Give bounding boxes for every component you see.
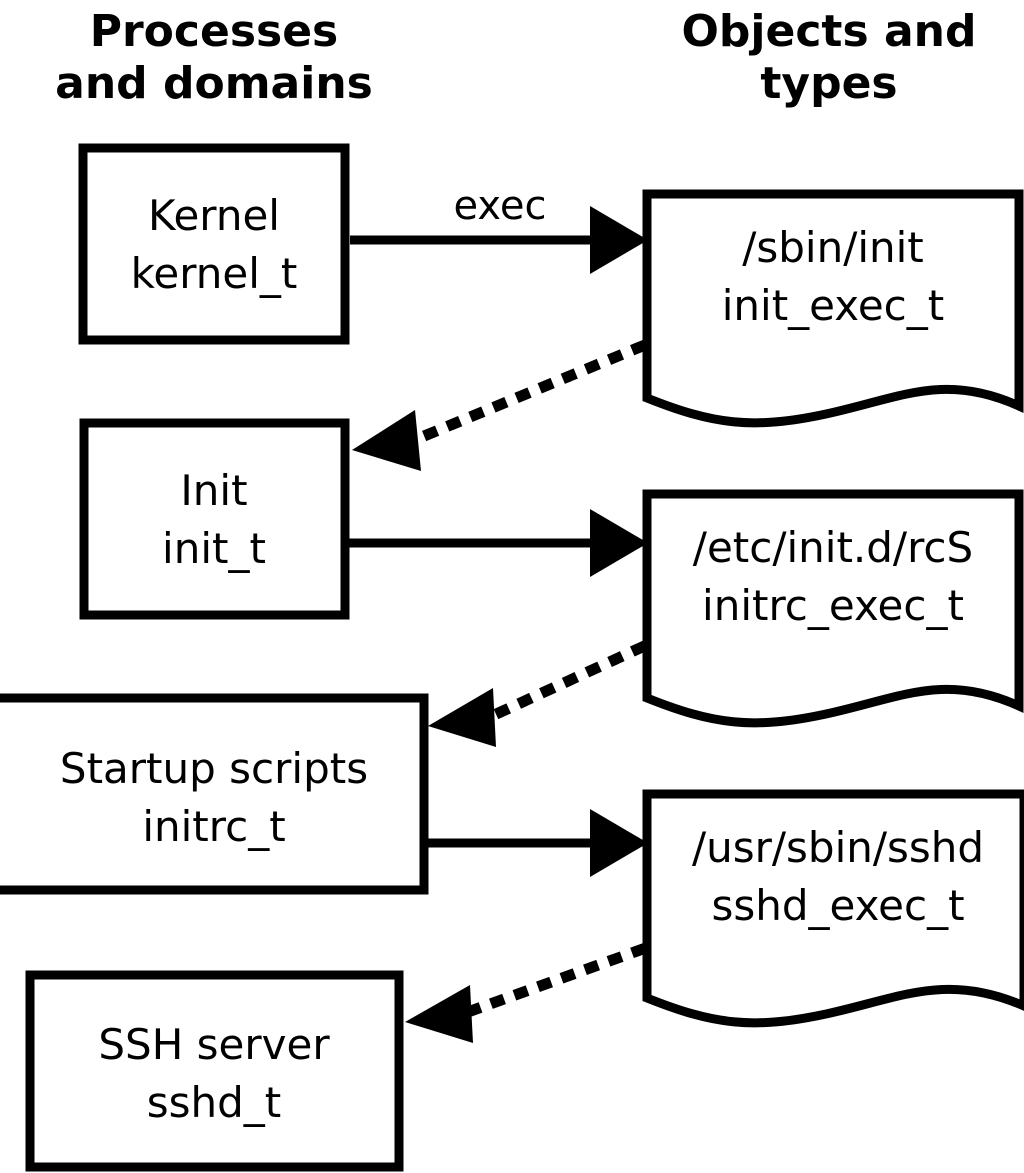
object-node-sbin-init[interactable]: /sbin/init init_exec_t [642,189,1024,428]
column-header-objects: Objects and types [682,6,977,109]
edge-kernel-exec-init-exec: exec [350,183,648,274]
object-node-sbin-init-line1: /sbin/init [742,223,924,272]
object-node-sbin-init-line2: init_exec_t [722,281,945,330]
edge-line [460,942,648,1020]
object-node-usr-sbin-sshd-line1: /usr/sbin/sshd [692,823,984,872]
arrowhead-icon [352,410,421,471]
object-node-usr-sbin-sshd-line2: sshd_exec_t [711,881,964,930]
object-node-etc-initd-rcs-line1: /etc/init.d/rcS [693,523,973,572]
process-node-init-line2: init_t [162,524,266,573]
process-node-init-line1: Init [180,466,247,515]
edge-sshd-exec-transition-sshd [405,942,648,1043]
process-node-ssh-server-line2: sshd_t [147,1078,282,1127]
column-header-processes-line2: and domains [55,58,373,109]
arrowhead-icon [428,688,496,747]
edge-line [484,640,648,724]
object-node-etc-initd-rcs-document-shape[interactable] [642,489,1024,728]
object-node-etc-initd-rcs-line2: initrc_exec_t [702,581,964,630]
column-header-processes-line1: Processes [90,6,339,57]
object-node-etc-initd-rcs[interactable]: /etc/init.d/rcS initrc_exec_t [642,489,1024,728]
edge-line [404,339,648,449]
process-node-startup-scripts-line1: Startup scripts [60,744,368,793]
arrowhead-icon [405,985,473,1043]
arrowhead-icon [590,509,648,577]
process-node-init-box[interactable] [79,418,350,620]
process-node-startup-scripts-line2: initrc_t [142,802,285,851]
column-header-objects-line1: Objects and [682,6,977,57]
edge-initrc-exec-transition-initrc [428,640,648,747]
process-node-startup-scripts[interactable]: Startup scripts initrc_t [0,693,429,895]
column-header-objects-line2: types [760,58,897,109]
edge-init-exec-initrc-exec [349,509,648,577]
arrowhead-icon [590,809,648,877]
arrowhead-icon [590,206,648,274]
edge-label-exec: exec [454,183,547,229]
process-node-ssh-server-line1: SSH server [98,1020,330,1069]
process-node-ssh-server-box[interactable] [25,970,404,1172]
process-node-kernel-line2: kernel_t [131,249,298,298]
process-node-kernel-box[interactable] [78,143,350,345]
object-node-usr-sbin-sshd-document-shape[interactable] [642,789,1024,1028]
process-node-init[interactable]: Init init_t [79,418,350,620]
edge-initrc-exec-sshd-exec [428,809,648,877]
object-node-sbin-init-document-shape[interactable] [642,189,1024,428]
column-header-processes: Processes and domains [55,6,373,109]
process-node-ssh-server[interactable]: SSH server sshd_t [25,970,404,1172]
object-node-usr-sbin-sshd[interactable]: /usr/sbin/sshd sshd_exec_t [642,789,1024,1028]
process-node-kernel-line1: Kernel [148,191,280,240]
edge-init-exec-transition-init [352,339,648,471]
process-node-kernel[interactable]: Kernel kernel_t [78,143,350,345]
process-node-startup-scripts-box[interactable] [0,693,429,895]
